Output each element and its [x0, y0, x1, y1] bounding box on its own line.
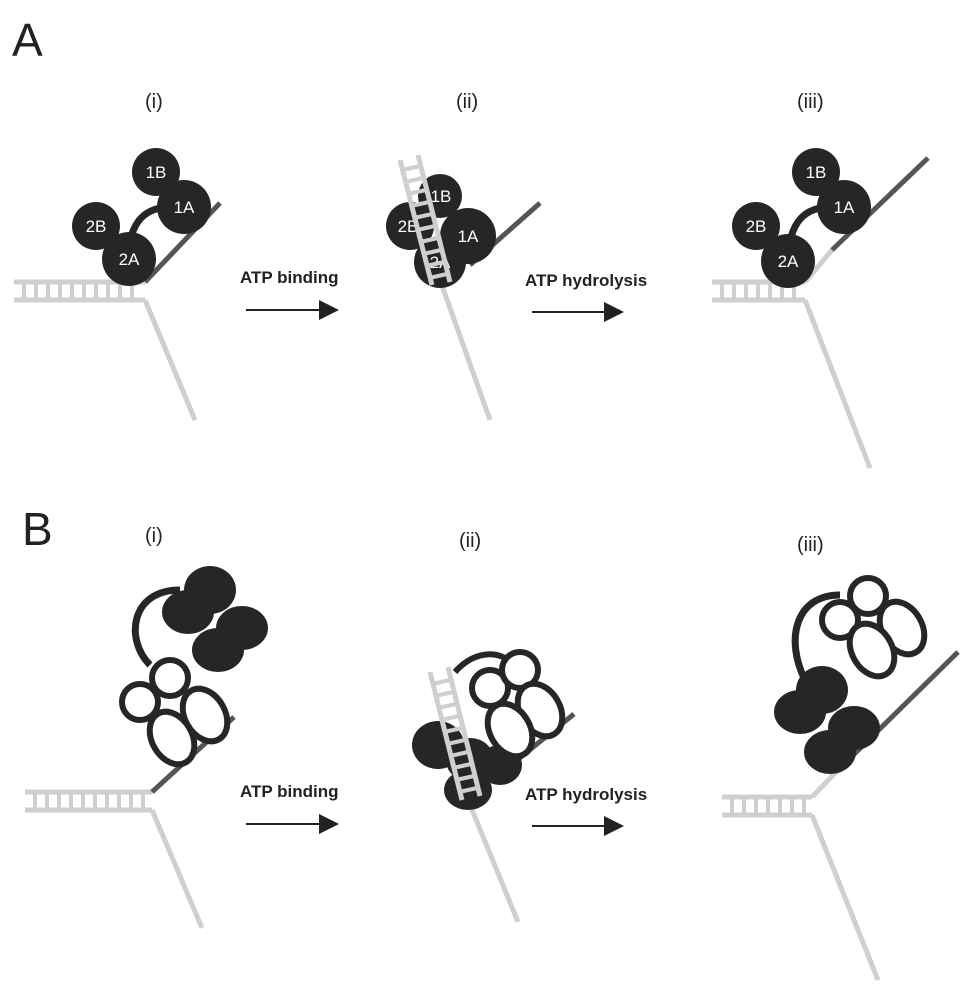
- panel-a-arrow-2-label: ATP hydrolysis: [525, 271, 647, 290]
- panel-a-step-3-label: (iii): [797, 91, 824, 113]
- panel-b-arrow-1-label: ATP binding: [240, 782, 339, 801]
- dna-duplex: [427, 666, 483, 801]
- domain-1a-label: 1A: [458, 227, 479, 246]
- ssdna-unwound-strand: [810, 768, 840, 799]
- ssdna-lower-strand: [437, 279, 493, 421]
- domain-1b-label: 1B: [806, 163, 827, 182]
- ssdna-upper-strand: [836, 650, 960, 772]
- panel-b-step-3-label: (iii): [797, 534, 824, 556]
- dark-lobe: [774, 690, 826, 734]
- panel-b-letter: B: [22, 503, 53, 555]
- domain-1a-label: 1A: [174, 198, 195, 217]
- dark-lobe: [804, 730, 856, 774]
- panel-b-step-2-label: (ii): [459, 530, 481, 552]
- open-lobe: [847, 575, 889, 617]
- ssdna-lower-strand: [142, 299, 198, 421]
- open-lobe: [149, 657, 191, 699]
- panel-b-arrow-2-label: ATP hydrolysis: [525, 785, 647, 804]
- open-lobe: [469, 667, 511, 709]
- panel-a-letter: A: [12, 14, 43, 66]
- domain-1a-label: 1A: [834, 198, 855, 217]
- domain-2b-label: 2B: [86, 217, 107, 236]
- panel-b-step-2-diagram: [412, 649, 576, 923]
- panel-b-step-1-label: (i): [145, 525, 163, 547]
- ssdna-upper-strand: [830, 156, 930, 252]
- domain-2a-label: 2A: [778, 252, 799, 271]
- domain-1b-label: 1B: [146, 163, 167, 182]
- dna-duplex: [722, 794, 812, 818]
- open-lobe: [146, 708, 198, 768]
- open-lobe: [846, 620, 898, 680]
- open-lobe: [119, 681, 161, 723]
- domain-linker: [452, 651, 507, 675]
- dna-duplex: [397, 154, 453, 286]
- domain-2b-label: 2B: [746, 217, 767, 236]
- dark-lobe: [192, 628, 244, 672]
- panel-a-step-2-label: (ii): [456, 91, 478, 113]
- ssdna-lower-strand: [463, 794, 521, 923]
- panel-b-step-1-diagram: [25, 566, 268, 929]
- open-lobe: [819, 599, 861, 641]
- panel-a-step-3-diagram: 2B 2A 1B 1A: [712, 148, 930, 469]
- ssdna-lower-strand: [149, 809, 205, 929]
- domain-1b-label: 1B: [431, 187, 452, 206]
- panel-b-step-3-diagram: [722, 575, 960, 981]
- domain-1a: [817, 180, 871, 234]
- domain-2b: [72, 202, 120, 250]
- panel-a-arrow-1-label: ATP binding: [240, 268, 339, 287]
- domain-2b-label: 2B: [398, 217, 419, 236]
- ssdna-lower-strand: [809, 814, 881, 981]
- dark-lobe: [162, 590, 214, 634]
- domain-1b: [132, 148, 180, 196]
- domain-2b: [732, 202, 780, 250]
- domain-2a: [761, 234, 815, 288]
- domain-linker: [131, 586, 181, 668]
- open-lobe: [484, 700, 536, 760]
- domain-linker: [791, 591, 841, 682]
- ssdna-lower-strand: [802, 299, 873, 469]
- panel-a-step-2-diagram: 2B 1B 1A 2A: [386, 154, 542, 421]
- domain-2a-label: 2A: [119, 250, 140, 269]
- dna-duplex: [25, 789, 152, 813]
- panel-a-step-1-diagram: 2B 2A 1B 1A: [14, 148, 222, 421]
- domain-2a: [102, 232, 156, 286]
- domain-1a: [157, 180, 211, 234]
- panel-a-step-1-label: (i): [145, 91, 163, 113]
- domain-1b: [792, 148, 840, 196]
